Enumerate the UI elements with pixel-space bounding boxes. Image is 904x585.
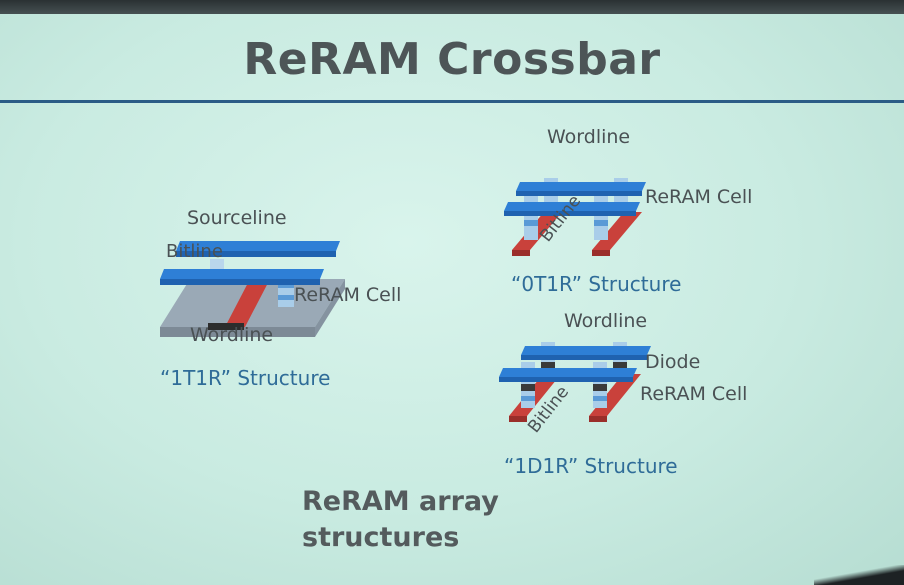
title-divider (0, 100, 904, 103)
label-0t1r-wordline: Wordline (547, 126, 631, 148)
caption-0t1r: “0T1R” Structure (511, 272, 682, 296)
projector-bezel (0, 0, 904, 16)
bitline-bar (160, 269, 324, 279)
array-structures-summary: ReRAM array structures (302, 484, 499, 556)
wordline-stripe (208, 323, 244, 330)
label-1t1r-sourceline: Sourceline (187, 207, 287, 229)
label-1t1r-bitline: Bitline (166, 241, 223, 262)
wordline-bar (516, 182, 646, 191)
label-1t1r-wordline: Wordline (190, 324, 274, 346)
sourceline-bar (176, 241, 340, 251)
bitline-stripe (592, 212, 642, 250)
summary-line-1: ReRAM array (302, 486, 499, 517)
caption-1t1r: “1T1R” Structure (160, 366, 331, 390)
label-1d1r-wordline: Wordline (564, 310, 648, 332)
gate-stripe (225, 279, 270, 327)
wordline-bar (521, 346, 651, 355)
summary-line-2: structures (302, 522, 460, 553)
label-0t1r-reram-cell: ReRAM Cell (645, 186, 753, 208)
slide: ReRAM Crossbar Sourceline Bitline ReRAM … (0, 14, 904, 585)
label-1d1r-reram-cell: ReRAM Cell (640, 383, 748, 405)
bezel-corner (814, 565, 904, 585)
caption-1d1r: “1D1R” Structure (504, 454, 678, 478)
label-1d1r-diode: Diode (645, 351, 701, 373)
diagram-1t1r (160, 241, 345, 337)
diagram-1d1r (499, 342, 651, 422)
diagram-0t1r (504, 178, 646, 256)
wordline-bar (504, 202, 640, 211)
slide-title: ReRAM Crossbar (243, 34, 661, 85)
wordline-bar (499, 368, 637, 377)
label-1t1r-reram-cell: ReRAM Cell (294, 284, 402, 306)
